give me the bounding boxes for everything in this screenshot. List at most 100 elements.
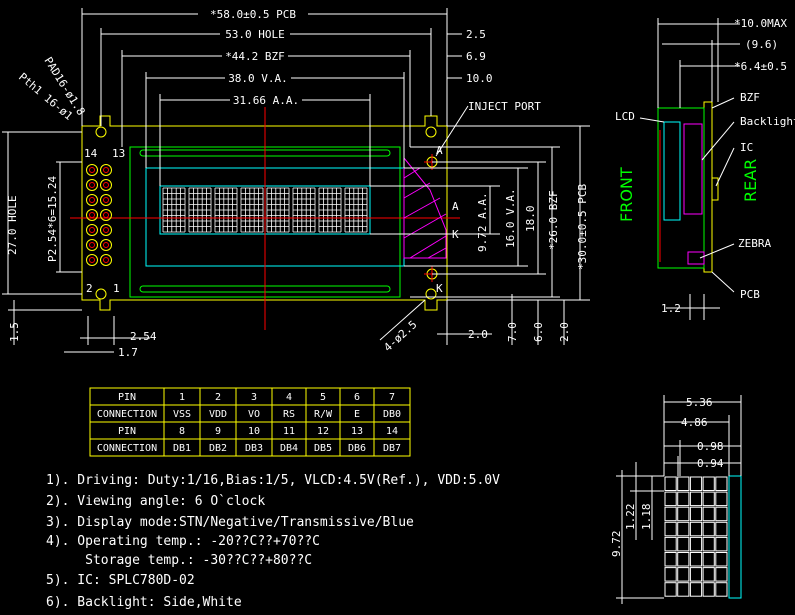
character-cell [318,187,342,233]
side-label-zebra: ZEBRA [738,237,771,250]
table-cell: R/W [314,409,333,420]
table-cell: 1 [179,392,185,403]
table-cell: 3 [251,392,257,403]
dim-left-small: 1.5 [8,322,21,342]
table-cell: 10 [248,426,260,437]
character-cell [266,187,290,233]
dim-va-width: 38.0 V.A. [228,72,288,85]
pin-pad [100,209,112,221]
table-cell: 14 [386,426,398,437]
dot [715,567,728,582]
table-cell: 4 [286,392,292,403]
character-cell [344,187,368,233]
dot [689,491,703,507]
dim-right-25: 2.5 [466,28,486,41]
character-cell [240,187,264,233]
dot [715,521,728,537]
dim-bottom-17: 1.7 [118,346,138,359]
dot [689,552,703,567]
dot [689,521,703,537]
dot [664,582,677,597]
side-lcd-glass [663,121,681,221]
dim-18: 18.0 [524,206,537,233]
table-cell: 9 [215,426,221,437]
side-pcb [703,101,713,273]
spec-notes: 1). Driving: Duty:1/16,Bias:1/5, VLCD:4.… [46,473,500,610]
table-cell: CONNECTION [97,409,157,420]
detail-dim-094: 0.94 [697,457,724,470]
dot [715,536,728,552]
table-cell: 12 [317,426,329,437]
dot [715,506,728,522]
dot [677,506,690,522]
pin-pad [86,254,98,266]
pin-label-1: 1 [113,282,120,295]
pin-pad [86,224,98,236]
dot [702,582,715,597]
dot [702,567,715,582]
pin-label-13: 13 [112,147,125,160]
table-cell: DB5 [314,443,332,454]
side-backlight [683,123,703,215]
dot [664,521,677,537]
dim-hole-diameter: 4-ø2.5 [381,318,419,354]
side-label-bzf: BZF [740,91,760,104]
side-label-pcb: PCB [740,288,760,301]
side-zebra [687,251,705,265]
dot [689,476,703,491]
dim-70: 7.0 [506,322,519,342]
note-5: 5). IC: SPLC780D-02 [46,573,195,588]
note-3: 3). Display mode:STN/Negative/Transmissi… [46,515,414,530]
pin-pad [86,239,98,251]
character-cell [214,187,238,233]
note-2: 2). Viewing angle: 6 O`clock [46,494,265,509]
pin-pad [100,254,112,266]
table-cell: VSS [173,409,191,420]
note-4: 4). Operating temp.: -20??C??+70??C [46,534,320,549]
dim-bezel-width: *44.2 BZF [225,50,285,63]
table-cell: VO [248,409,260,420]
dot [677,476,690,491]
dot [677,491,690,507]
dot [715,552,728,567]
side-dim-64: *6.4±0.5 [734,60,787,73]
dim-aa-height: 9.72 A.A. [476,192,489,252]
dot [702,506,715,522]
dot [702,476,715,491]
detail-dim-118: 1.18 [640,504,653,531]
pin-pad [100,194,112,206]
table-cell: 11 [283,426,295,437]
mount-hole-br [425,288,437,300]
mount-hole-bl [95,288,107,300]
detail-dim-122: 1.22 [624,504,637,531]
dim-pcb-height: *30.0±0.5 PCB [576,184,589,270]
table-cell: DB6 [348,443,366,454]
table-cell: DB4 [280,443,298,454]
front-view: *58.0±0.5 PCB 53.0 HOLE *44.2 BZF 38.0 V… [2,8,590,359]
inject-port-label: INJECT PORT [468,100,541,113]
side-label-backlight: Backlight [740,115,795,128]
side-rear-label: REAR [741,159,760,202]
dot [677,521,690,537]
character-cell [292,187,316,233]
table-cell: DB1 [173,443,191,454]
table-cell: DB3 [245,443,263,454]
dot [702,552,715,567]
character-detail: 5.36 4.86 0.98 0.94 9.72 1.22 1.18 [610,395,742,604]
dot [715,476,728,491]
anode-label-mid: A [452,200,459,213]
note-6: 6). Backlight: Side,White [46,595,242,610]
side-bezel [657,107,705,269]
table-cell: DB2 [209,443,227,454]
detail-dim-972: 9.72 [610,531,623,558]
table-cell: 5 [320,392,326,403]
side-front-label: FRONT [617,167,636,222]
dim-bottom-254: 2.54 [130,330,157,343]
detail-dim-536: 5.36 [686,396,713,409]
dot [689,567,703,582]
dot [664,491,677,507]
dot [664,552,677,567]
dot [664,567,677,582]
dot [664,476,677,491]
